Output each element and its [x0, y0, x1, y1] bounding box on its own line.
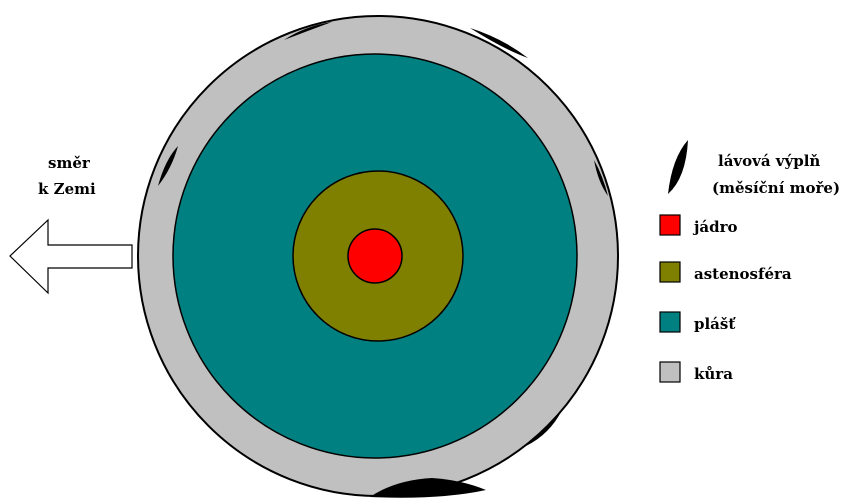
legend-asthenosphere-label: astenosféra	[694, 265, 792, 283]
legend-crust-swatch	[660, 362, 680, 382]
legend: lávová výplň (měsíční moře) jádro asteno…	[660, 140, 840, 383]
legend-crust-label: kůra	[694, 365, 733, 383]
legend-lava-line2: (měsíční moře)	[712, 179, 840, 197]
lava-fill-legend-icon	[668, 140, 688, 194]
legend-lava-line1: lávová výplň	[718, 152, 820, 170]
legend-asthenosphere-swatch	[660, 262, 680, 282]
direction-label-line1: směr	[48, 154, 91, 172]
legend-core-swatch	[660, 215, 680, 235]
legend-mantle-swatch	[660, 312, 680, 332]
legend-mantle-label: plášť	[694, 315, 736, 333]
direction-label-line2: k Zemi	[38, 180, 96, 198]
direction-arrow	[10, 220, 132, 293]
legend-core-label: jádro	[692, 218, 738, 236]
core-layer	[348, 229, 402, 283]
